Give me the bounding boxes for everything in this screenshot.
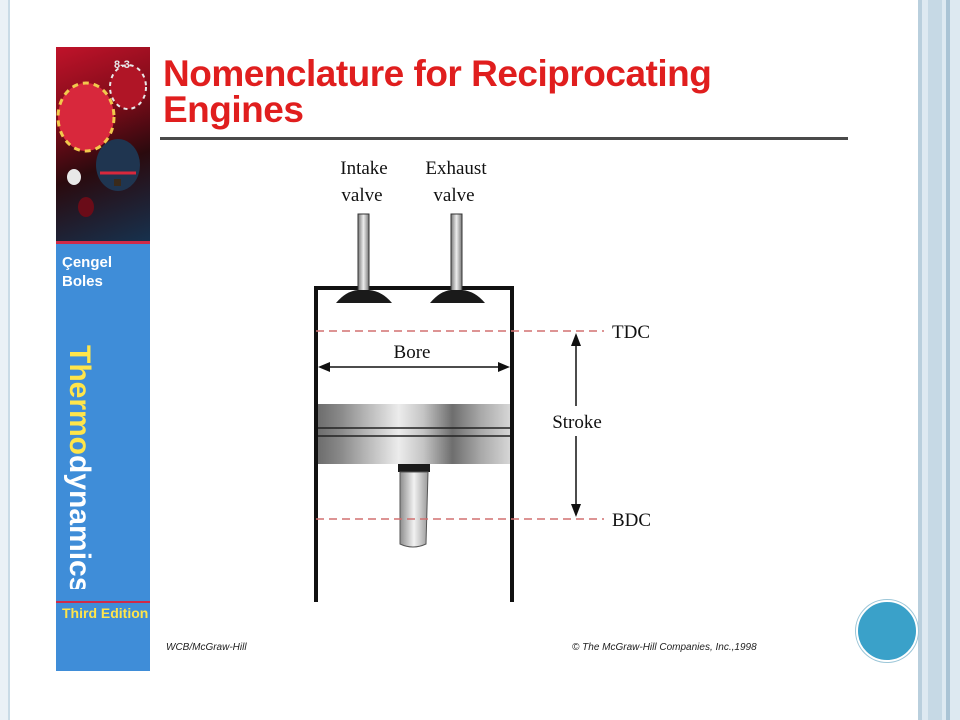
stroke-label: Stroke xyxy=(552,412,602,433)
footer-publisher: WCB/McGraw-Hill xyxy=(166,642,247,653)
cylinder xyxy=(314,286,514,602)
exhaust-valve-icon xyxy=(430,213,485,303)
spine-divider xyxy=(56,601,150,603)
hot-air-balloon-image xyxy=(56,47,150,243)
slide-right-border xyxy=(918,0,960,720)
connecting-rod xyxy=(398,464,430,548)
title-rule xyxy=(160,137,848,140)
book-title-part1: Thermo xyxy=(63,345,96,455)
intake-valve-icon xyxy=(336,213,392,303)
intake-valve-label: Intake xyxy=(340,158,387,179)
tdc-label: TDC xyxy=(612,322,650,343)
slide-left-border xyxy=(0,0,10,720)
book-edition: Third Edition xyxy=(62,605,149,621)
slide-title-line: Nomenclature for Reciprocating xyxy=(163,53,712,94)
bdc-label: BDC xyxy=(612,510,651,531)
svg-text:Thermodynamics: Thermodynamics xyxy=(63,345,96,589)
author-name: Çengel xyxy=(62,254,113,271)
spine-divider xyxy=(56,241,150,244)
exhaust-valve-label: valve xyxy=(433,185,474,206)
author-name: Boles xyxy=(62,273,103,290)
bore-label: Bore xyxy=(394,342,431,363)
chapter-number: 8-3 xyxy=(114,59,130,71)
book-authors: Çengel Boles xyxy=(62,253,112,291)
slide-title-line: Engines xyxy=(163,89,304,130)
exhaust-valve-label: Exhaust xyxy=(425,158,487,179)
stroke-arrow xyxy=(571,333,581,517)
slide-title: Nomenclature for Reciprocating Engines xyxy=(163,53,712,130)
slide-nav-dot[interactable] xyxy=(856,600,918,662)
book-title: Thermodynamics xyxy=(56,297,150,589)
bore-arrow xyxy=(318,362,510,372)
intake-valve-label: valve xyxy=(341,185,382,206)
piston xyxy=(318,404,510,464)
book-title-part2: dynamics xyxy=(63,455,96,589)
footer-copyright: © The McGraw-Hill Companies, Inc.,1998 xyxy=(572,642,757,653)
book-spine: 8-3 Çengel Boles Thermodynamics Third Ed… xyxy=(56,47,150,671)
